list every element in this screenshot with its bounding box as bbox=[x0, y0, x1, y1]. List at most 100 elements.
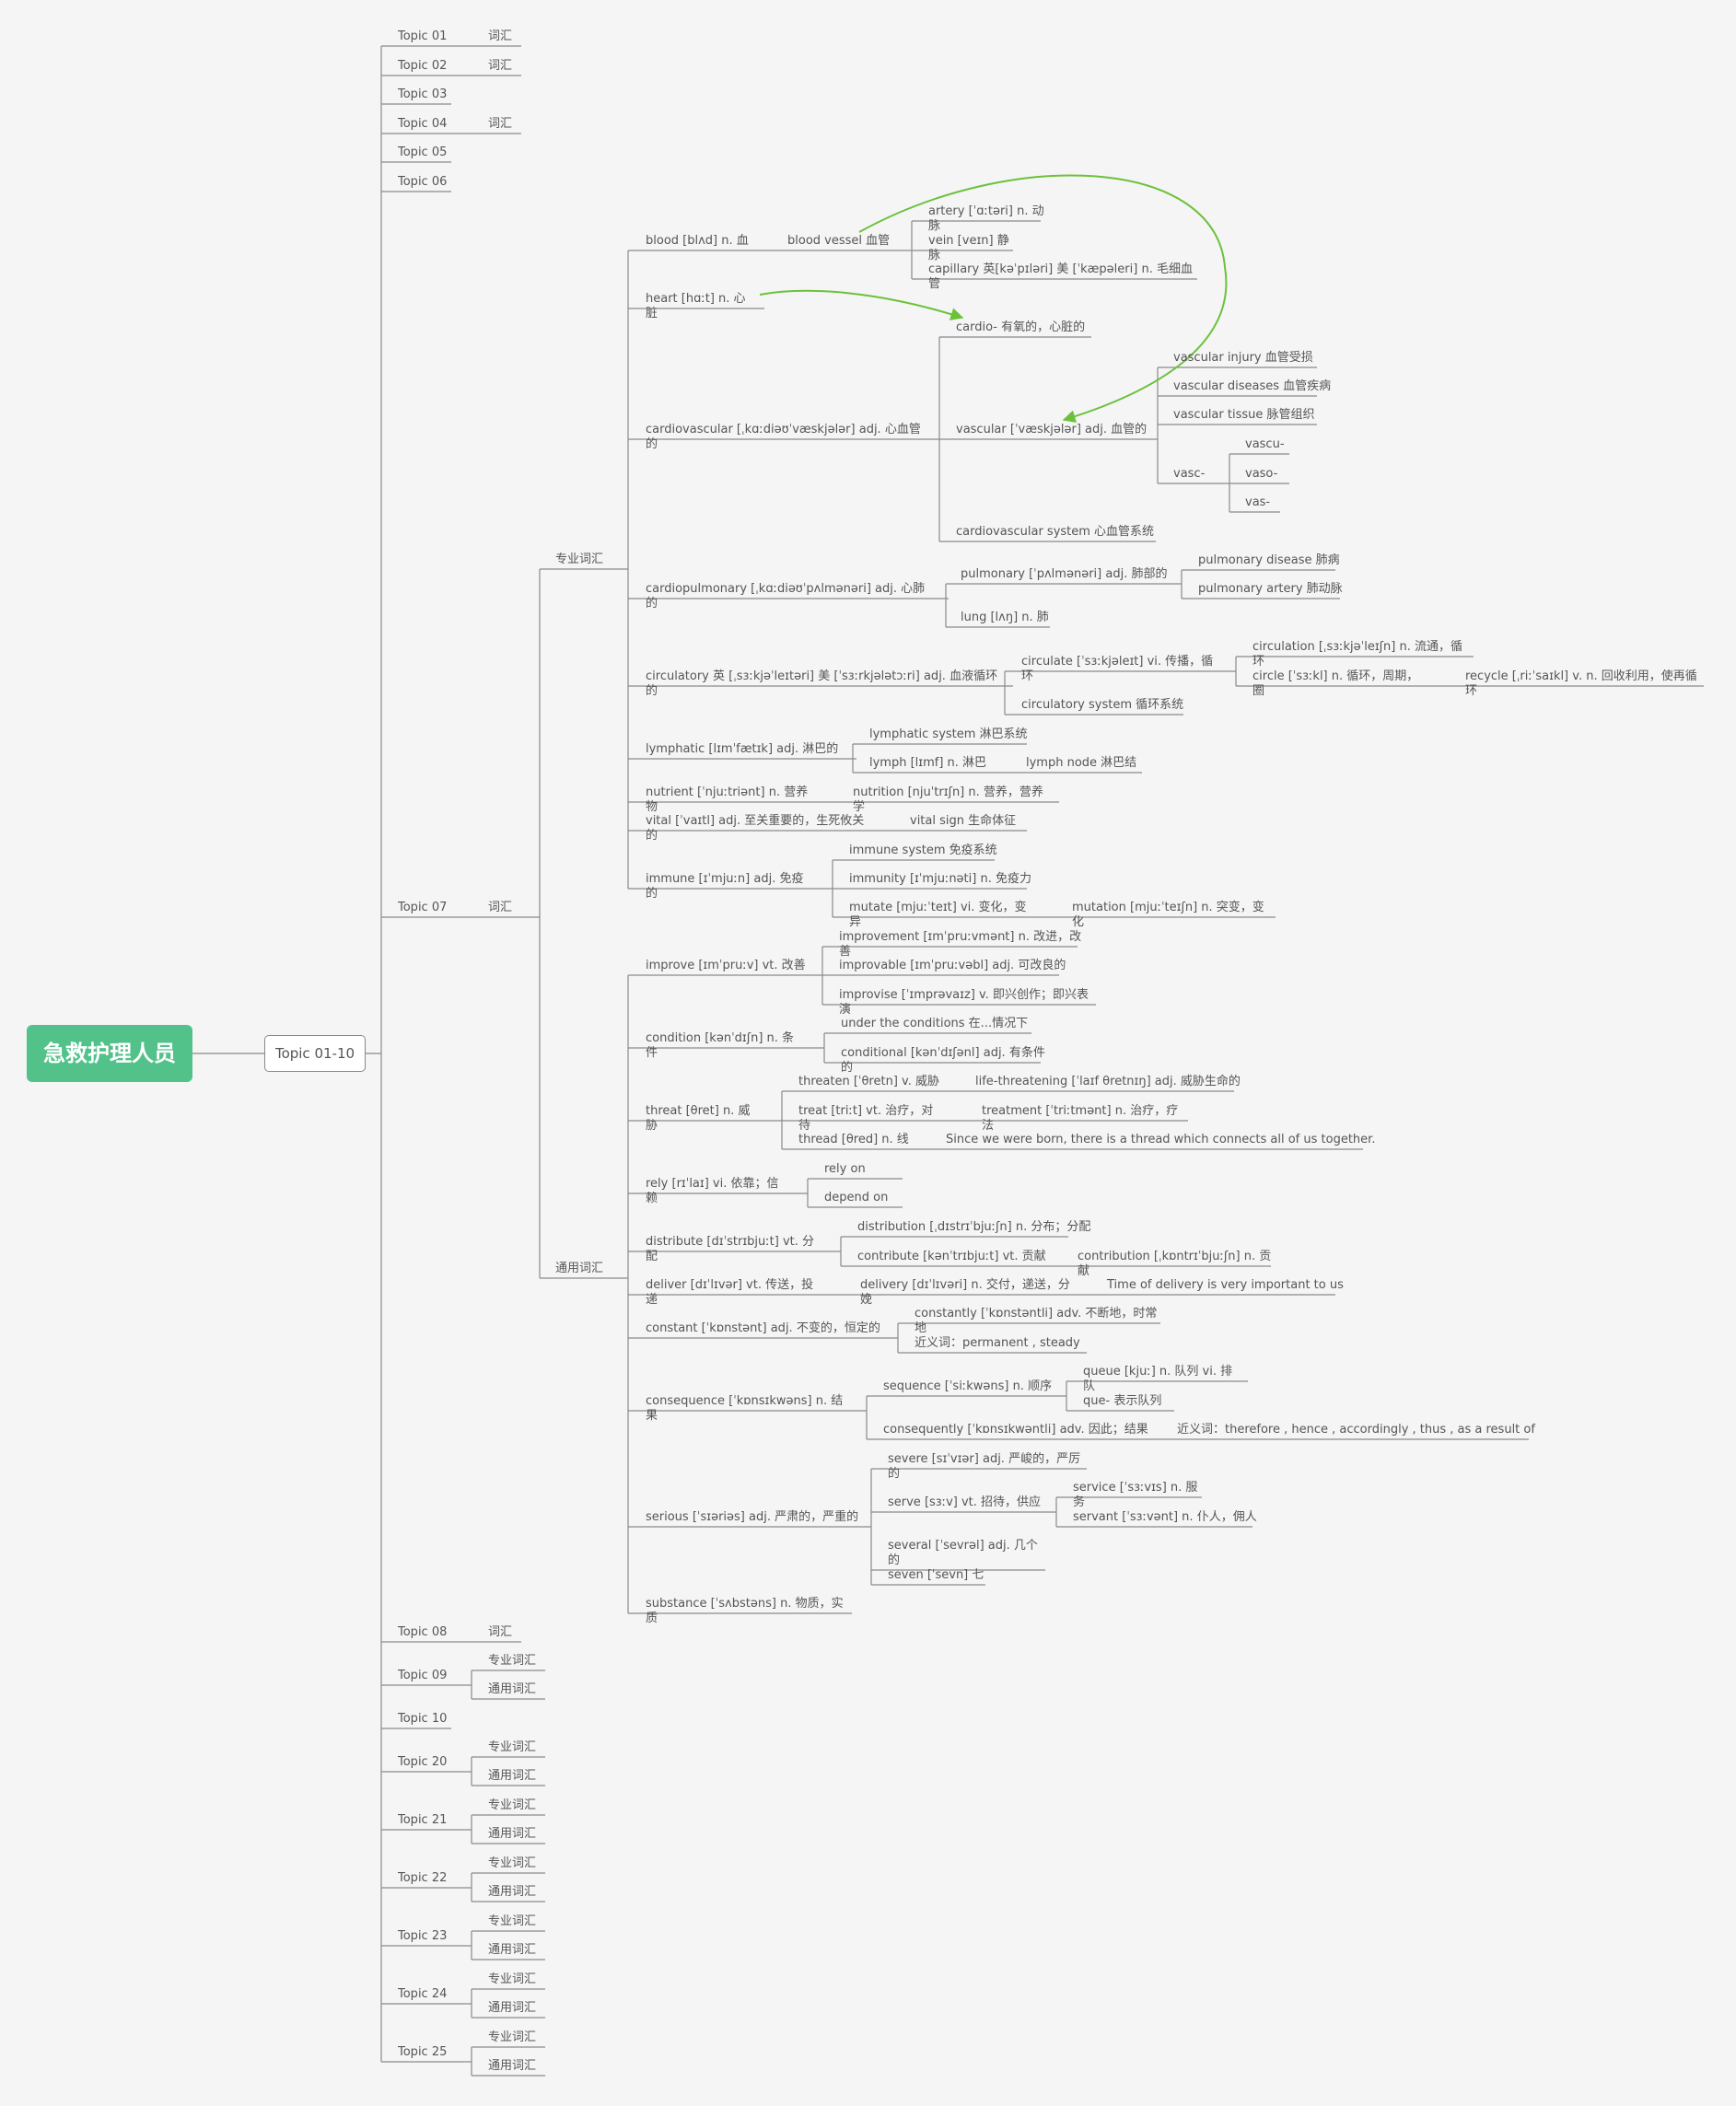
topic-09[interactable]: Topic 09 bbox=[398, 1669, 448, 1682]
treat-node[interactable]: treat [triːt] vt. 治疗，对 bbox=[798, 1104, 934, 1118]
vas-node[interactable]: vas- bbox=[1245, 495, 1271, 509]
improve-node[interactable]: improve [ɪmˈpruːv] vt. 改善 bbox=[646, 959, 806, 972]
rely-on-node[interactable]: rely on bbox=[824, 1162, 866, 1176]
topic-09-gen-vocab[interactable]: 通用词汇 bbox=[488, 1682, 537, 1696]
delivery-example-node[interactable]: Time of delivery is very important to us bbox=[1107, 1278, 1344, 1292]
distribution-node[interactable]: distribution [ˌdɪstrɪˈbjuːʃn] n. 分布；分配 bbox=[857, 1220, 1091, 1234]
topic-07-gen-vocab[interactable]: 通用词汇 bbox=[555, 1262, 604, 1275]
treatment-node[interactable]: treatment [ˈtriːtmənt] n. 治疗，疗 bbox=[982, 1104, 1179, 1118]
consequence-node[interactable]: consequence [ˈkɒnsɪkwəns] n. 结 bbox=[646, 1394, 844, 1408]
topic-22-pro-vocab[interactable]: 专业词汇 bbox=[488, 1856, 537, 1870]
life-threatening-node[interactable]: life-threatening [ˈlaɪf θretnɪŋ] adj. 威胁… bbox=[975, 1075, 1241, 1088]
topic-24-gen-vocab[interactable]: 通用词汇 bbox=[488, 2001, 537, 2015]
servant-node[interactable]: servant [ˈsɜːvənt] n. 仆人，佣人 bbox=[1073, 1510, 1257, 1524]
conditional-node[interactable]: conditional [kənˈdɪʃənl] adj. 有条件 bbox=[841, 1046, 1045, 1060]
topic-06[interactable]: Topic 06 bbox=[398, 175, 448, 189]
topic-22-gen-vocab[interactable]: 通用词汇 bbox=[488, 1885, 537, 1899]
topic-07-pro-vocab[interactable]: 专业词汇 bbox=[555, 553, 604, 566]
topic-25-gen-vocab[interactable]: 通用词汇 bbox=[488, 2059, 537, 2073]
mutation-node[interactable]: mutation [mjuːˈteɪʃn] n. 突变，变 bbox=[1072, 901, 1264, 914]
vital-sign-node[interactable]: vital sign 生命体征 bbox=[910, 814, 1017, 828]
sequence-node[interactable]: sequence [ˈsiːkwəns] n. 顺序 bbox=[883, 1379, 1053, 1393]
vital-node[interactable]: vital [ˈvaɪtl] adj. 至关重要的，生死攸关 bbox=[646, 814, 865, 828]
lymphatic-system-node[interactable]: lymphatic system 淋巴系统 bbox=[869, 727, 1028, 741]
vaso-node[interactable]: vaso- bbox=[1245, 467, 1278, 481]
root-node[interactable]: 急救护理人员 bbox=[27, 1025, 192, 1082]
vascular-node[interactable]: vascular [ˈvæskjələr] adj. 血管的 bbox=[956, 423, 1148, 436]
topic-04[interactable]: Topic 04 bbox=[398, 117, 448, 131]
topic-25-pro-vocab[interactable]: 专业词汇 bbox=[488, 2030, 537, 2044]
serve-node[interactable]: serve [sɜːv] vt. 招待，供应 bbox=[888, 1495, 1042, 1509]
circulatory-system-node[interactable]: circulatory system 循环系统 bbox=[1021, 698, 1184, 712]
pulmonary-artery-node[interactable]: pulmonary artery 肺动脉 bbox=[1198, 582, 1343, 596]
contribution-node[interactable]: contribution [ˌkɒntrɪˈbjuːʃn] n. 贡 bbox=[1078, 1250, 1272, 1263]
thread-example-node[interactable]: Since we were born, there is a thread wh… bbox=[946, 1133, 1376, 1146]
contribute-node[interactable]: contribute [kənˈtrɪbjuːt] vt. 贡献 bbox=[857, 1250, 1046, 1263]
topic-02-vocab[interactable]: 词汇 bbox=[488, 59, 513, 73]
several-node[interactable]: several [ˈsevrəl] adj. 几个 bbox=[888, 1539, 1038, 1553]
cardiovascular-system-node[interactable]: cardiovascular system 心血管系统 bbox=[956, 525, 1155, 539]
heart-node[interactable]: heart [hɑːt] n. 心 bbox=[646, 292, 746, 306]
vasc-node[interactable]: vasc- bbox=[1173, 467, 1206, 481]
topic-22[interactable]: Topic 22 bbox=[398, 1871, 448, 1885]
under-conditions-node[interactable]: under the conditions 在...情况下 bbox=[841, 1017, 1029, 1030]
blood-vessel-node[interactable]: blood vessel 血管 bbox=[787, 234, 891, 248]
circle-node[interactable]: circle [ˈsɜːkl] n. 循环，周期， bbox=[1252, 669, 1419, 683]
consequence-synonyms-node[interactable]: 近义词：therefore , hence , accordingly , th… bbox=[1177, 1423, 1535, 1437]
vascular-injury-node[interactable]: vascular injury 血管受损 bbox=[1173, 351, 1313, 365]
mutate-node[interactable]: mutate [mjuːˈteɪt] vi. 变化，变 bbox=[849, 901, 1027, 914]
vascu-node[interactable]: vascu- bbox=[1245, 437, 1285, 451]
topic-04-vocab[interactable]: 词汇 bbox=[488, 117, 513, 131]
topic-10[interactable]: Topic 10 bbox=[398, 1712, 448, 1726]
topic-21-gen-vocab[interactable]: 通用词汇 bbox=[488, 1827, 537, 1841]
topic-20[interactable]: Topic 20 bbox=[398, 1755, 448, 1769]
circulate-node[interactable]: circulate [ˈsɜːkjəleɪt] vi. 传播，循 bbox=[1021, 655, 1214, 669]
que-prefix-node[interactable]: que- 表示队列 bbox=[1083, 1394, 1162, 1408]
severe-node[interactable]: severe [sɪˈvɪər] adj. 严峻的，严厉 bbox=[888, 1452, 1081, 1466]
artery-node[interactable]: artery [ˈɑːtəri] n. 动 bbox=[928, 204, 1044, 218]
substance-node[interactable]: substance [ˈsʌbstəns] n. 物质，实 bbox=[646, 1597, 844, 1611]
topic-25[interactable]: Topic 25 bbox=[398, 2045, 448, 2059]
constant-node[interactable]: constant [ˈkɒnstənt] adj. 不变的，恒定的 bbox=[646, 1321, 880, 1335]
topic-01-vocab[interactable]: 词汇 bbox=[488, 29, 513, 43]
topic-03[interactable]: Topic 03 bbox=[398, 87, 448, 101]
condition-node[interactable]: condition [kənˈdɪʃn] n. 条 bbox=[646, 1031, 795, 1045]
delivery-node[interactable]: delivery [dɪˈlɪvəri] n. 交付，递送，分 bbox=[860, 1278, 1070, 1292]
lymph-node-node[interactable]: lymph node 淋巴结 bbox=[1026, 756, 1137, 770]
topic-21-pro-vocab[interactable]: 专业词汇 bbox=[488, 1798, 537, 1812]
constant-synonyms-node[interactable]: 近义词：permanent , steady bbox=[915, 1336, 1080, 1350]
improvement-node[interactable]: improvement [ɪmˈpruːvmənt] n. 改进，改 bbox=[839, 930, 1082, 944]
pulmonary-node[interactable]: pulmonary [ˈpʌlmənəri] adj. 肺部的 bbox=[961, 567, 1168, 581]
immunity-node[interactable]: immunity [ɪˈmjuːnəti] n. 免疫力 bbox=[849, 872, 1031, 886]
topic-08[interactable]: Topic 08 bbox=[398, 1625, 448, 1639]
circulation-node[interactable]: circulation [ˌsɜːkjəˈleɪʃn] n. 流通，循 bbox=[1252, 640, 1462, 654]
topic-02[interactable]: Topic 02 bbox=[398, 59, 448, 73]
immune-node[interactable]: immune [ɪˈmjuːn] adj. 免疫 bbox=[646, 872, 804, 886]
topic-20-pro-vocab[interactable]: 专业词汇 bbox=[488, 1740, 537, 1754]
topic-07[interactable]: Topic 07 bbox=[398, 901, 448, 914]
topic-23-gen-vocab[interactable]: 通用词汇 bbox=[488, 1943, 537, 1957]
topic-01[interactable]: Topic 01 bbox=[398, 29, 448, 43]
recycle-node[interactable]: recycle [ˌriːˈsaɪkl] v. n. 回收利用，使再循 bbox=[1465, 669, 1697, 683]
immune-system-node[interactable]: immune system 免疫系统 bbox=[849, 844, 997, 857]
circulatory-node[interactable]: circulatory 英 [ˌsɜːkjəˈleɪtəri] 美 [ˈsɜːr… bbox=[646, 669, 998, 683]
constantly-node[interactable]: constantly [ˈkɒnstəntli] adv. 不断地，时常 bbox=[915, 1307, 1158, 1321]
topic-05[interactable]: Topic 05 bbox=[398, 145, 448, 159]
cardio-node[interactable]: cardio- 有氧的，心脏的 bbox=[956, 320, 1086, 334]
cardiovascular-node[interactable]: cardiovascular [ˌkɑːdiəʊˈvæskjələr] adj.… bbox=[646, 423, 921, 436]
service-node[interactable]: service [ˈsɜːvɪs] n. 服 bbox=[1073, 1481, 1198, 1495]
nutrient-node[interactable]: nutrient [ˈnjuːtriənt] n. 营养 bbox=[646, 785, 809, 799]
topic-20-gen-vocab[interactable]: 通用词汇 bbox=[488, 1769, 537, 1783]
topic-07-vocab[interactable]: 词汇 bbox=[488, 901, 513, 914]
topic-21[interactable]: Topic 21 bbox=[398, 1813, 448, 1827]
vascular-diseases-node[interactable]: vascular diseases 血管疾病 bbox=[1173, 379, 1332, 393]
topic-23-pro-vocab[interactable]: 专业词汇 bbox=[488, 1914, 537, 1928]
rely-node[interactable]: rely [rɪˈlaɪ] vi. 依靠；信 bbox=[646, 1177, 779, 1191]
nutrition-node[interactable]: nutrition [njuˈtrɪʃn] n. 营养，营养 bbox=[853, 785, 1043, 799]
vascular-tissue-node[interactable]: vascular tissue 脉管组织 bbox=[1173, 408, 1315, 422]
cardiopulmonary-node[interactable]: cardiopulmonary [ˌkɑːdiəʊˈpʌlmənəri] adj… bbox=[646, 582, 926, 596]
topic-24[interactable]: Topic 24 bbox=[398, 1987, 448, 2001]
distribute-node[interactable]: distribute [dɪˈstrɪbjuːt] vt. 分 bbox=[646, 1235, 815, 1249]
queue-node[interactable]: queue [kjuː] n. 队列 vi. 排 bbox=[1083, 1365, 1233, 1379]
consequently-node[interactable]: consequently [ˈkɒnsɪkwəntli] adv. 因此；结果 bbox=[883, 1423, 1148, 1437]
